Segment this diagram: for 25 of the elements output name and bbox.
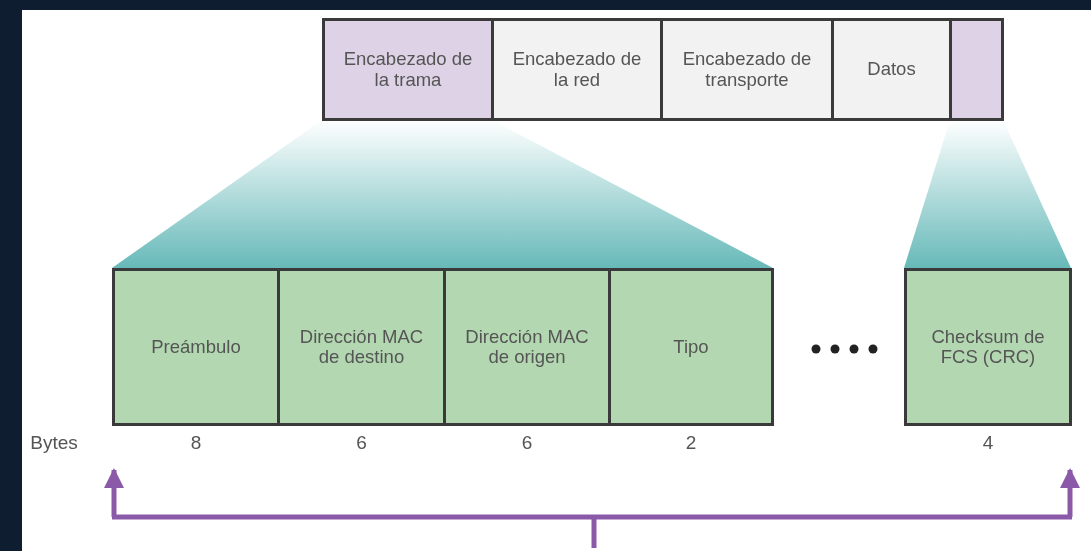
field-label: Preámbulo xyxy=(150,336,242,358)
frame-field-box xyxy=(608,268,774,426)
field-label: Datos xyxy=(866,59,917,80)
frame-field-box xyxy=(831,18,952,121)
frame-field-box xyxy=(904,268,1072,426)
frame-field-box xyxy=(277,268,446,426)
byte-count: 6 xyxy=(356,432,367,454)
frame-field-box xyxy=(660,18,834,121)
byte-count: 8 xyxy=(190,432,202,454)
field-label: Checksum de FCS (CRC) xyxy=(930,326,1046,368)
field-label: Tipo xyxy=(672,336,710,358)
frame-field-box xyxy=(112,268,280,426)
field-label: Encabezado de la red xyxy=(511,49,643,90)
field-label: Encabezado de transporte xyxy=(681,49,813,90)
byte-count: 6 xyxy=(521,432,533,454)
frame-field-box xyxy=(322,18,494,121)
field-label: Dirección MAC de destino xyxy=(298,326,425,368)
frame-field-box xyxy=(443,268,611,426)
bytes-row-label: Bytes xyxy=(30,432,78,454)
byte-count: 4 xyxy=(982,432,994,454)
field-label: Encabezado de la trama xyxy=(342,49,474,90)
field-label: Dirección MAC de origen xyxy=(464,326,590,368)
byte-count: 2 xyxy=(685,432,697,454)
frame-field-box xyxy=(491,18,663,121)
empty-field-box xyxy=(949,18,1004,121)
